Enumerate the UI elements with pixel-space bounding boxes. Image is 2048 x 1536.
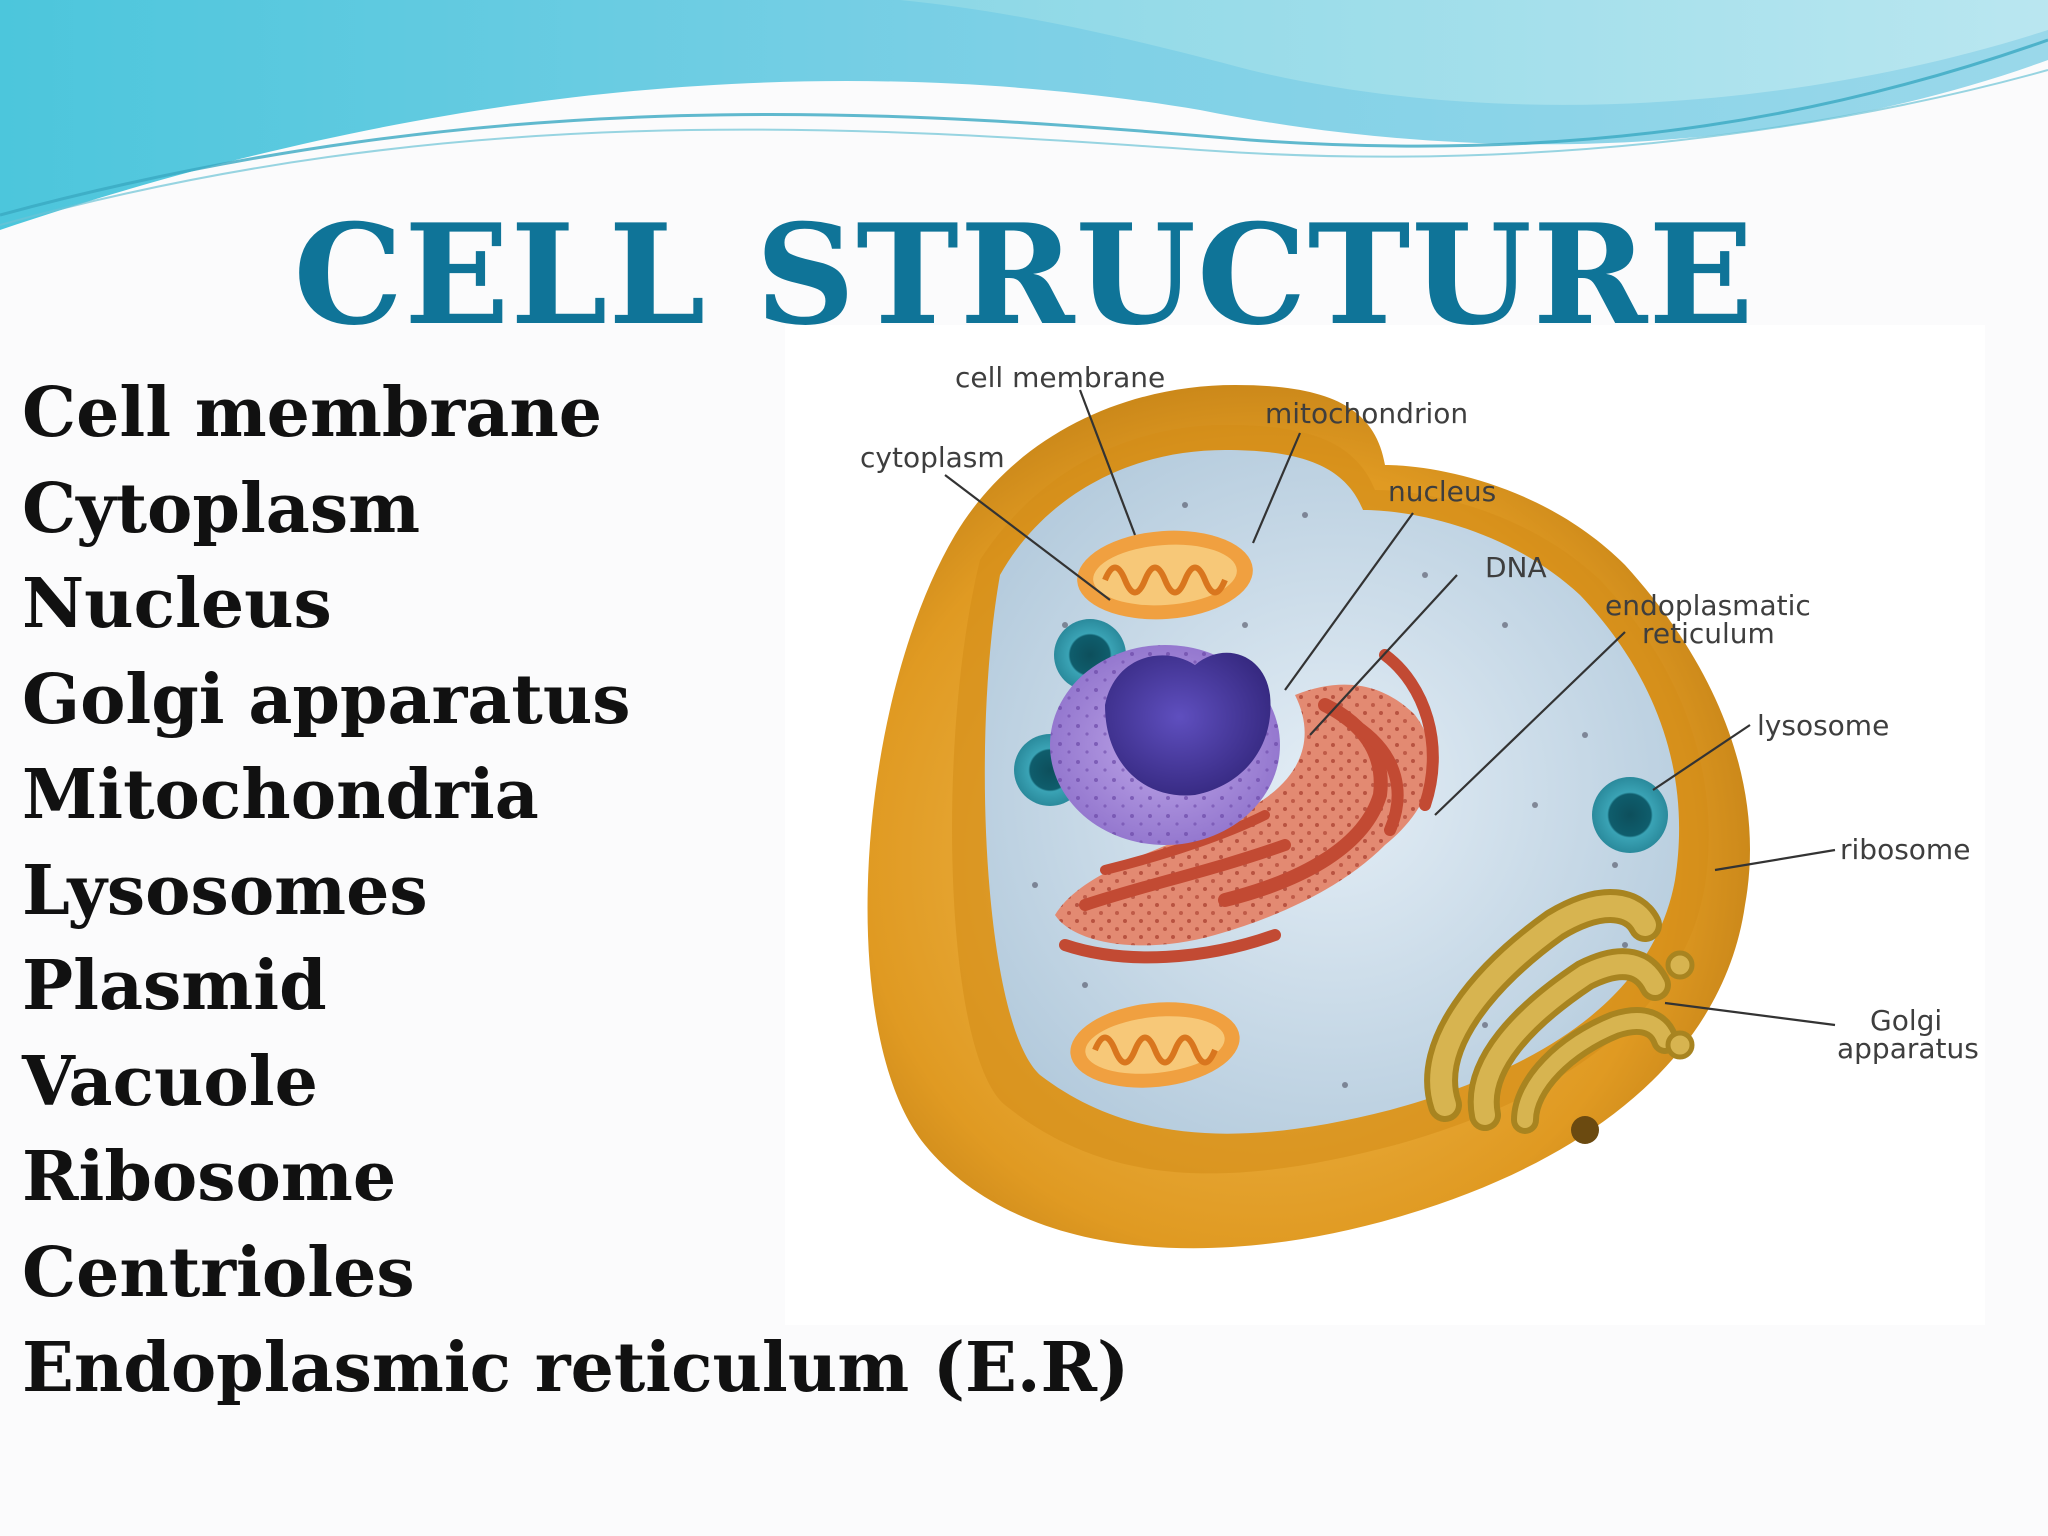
dna-shape — [1105, 652, 1271, 796]
label-cytoplasm: cytoplasm — [860, 441, 1005, 474]
list-item: Plasmid — [22, 946, 327, 1026]
cell-diagram: cell membrane mitochondrion cytoplasm nu… — [785, 325, 1985, 1325]
label-golgi-line1: Golgi — [1870, 1004, 1942, 1037]
label-er-line1: endoplasmatic — [1605, 589, 1811, 622]
cell-parts-list: Cell membrane Cytoplasm Nucleus Golgi ap… — [22, 366, 1129, 1417]
label-nucleus: nucleus — [1388, 475, 1496, 508]
label-lysosome: lysosome — [1757, 709, 1889, 742]
list-item: Centrioles — [22, 1232, 415, 1313]
list-item: Ribosome — [22, 1137, 397, 1217]
mitochondrion-top — [1077, 530, 1253, 620]
nucleus-shape — [1050, 645, 1280, 845]
golgi-apparatus-shape — [1424, 889, 1695, 1144]
list-item: Golgi apparatus — [22, 659, 631, 740]
label-mitochondrion: mitochondrion — [1265, 397, 1468, 430]
list-item: Cytoplasm — [22, 468, 421, 549]
list-item: Lysosomes — [22, 850, 428, 931]
mitochondrion-bottom — [1070, 1002, 1240, 1088]
cell-illustration: cell membrane mitochondrion cytoplasm nu… — [860, 361, 1979, 1249]
label-er-line2: reticulum — [1642, 617, 1775, 650]
list-item: Cell membrane — [22, 373, 603, 453]
label-ribosome: ribosome — [1840, 833, 1970, 866]
lysosome-right — [1592, 777, 1668, 853]
label-dna: DNA — [1485, 551, 1547, 584]
list-item: Vacuole — [22, 1041, 318, 1122]
label-golgi-line2: apparatus — [1837, 1032, 1979, 1065]
slide-title: CELL STRUCTURE — [293, 193, 1755, 356]
label-cell-membrane: cell membrane — [955, 361, 1165, 394]
list-item: Nucleus — [22, 564, 332, 644]
list-item: Mitochondria — [22, 755, 539, 835]
list-item: Endoplasmic reticulum (E.R) — [22, 1328, 1130, 1408]
leader-lines — [944, 389, 1836, 1027]
header-wave-banner — [0, 0, 2048, 230]
